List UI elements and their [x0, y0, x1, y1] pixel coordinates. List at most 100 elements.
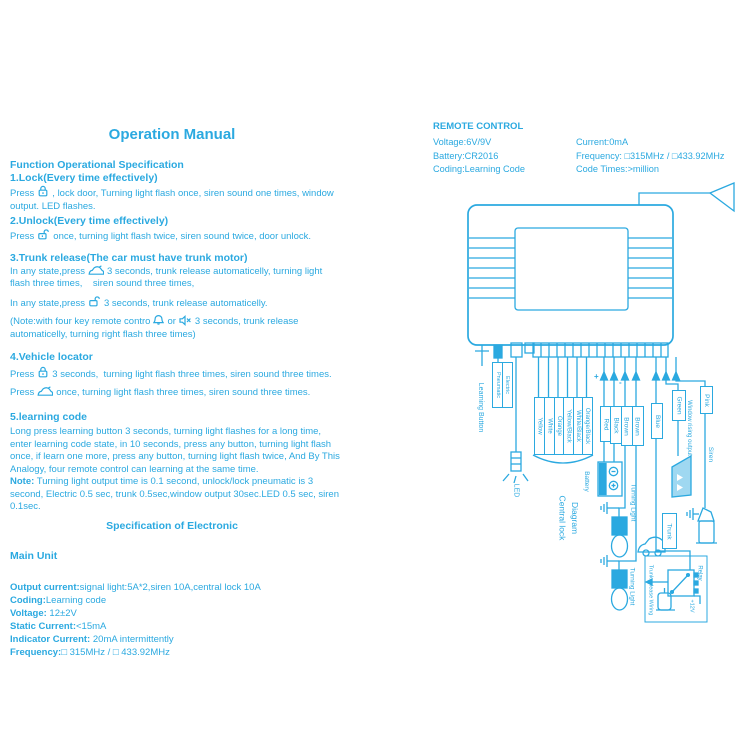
turning-light-icon [610, 516, 629, 611]
text: Press [10, 369, 35, 380]
remote-specs-right: Current:0mA Frequency: □315MHz / □433.92… [576, 136, 750, 177]
manual-column: Operation Manual Function Operational Sp… [2, 126, 342, 659]
plus-sign: + [594, 372, 599, 381]
main-unit-inner-box [514, 227, 629, 311]
text: 3 seconds, trunk release automaticelly. [103, 297, 268, 309]
wire-label-brown-2: Brown [631, 406, 644, 446]
spec-row: Static Current:<15mA [2, 620, 342, 633]
wire-label-blue: Blue [651, 403, 663, 439]
remote-battery: Battery:CR2016 [433, 150, 499, 161]
unlock-icon [38, 229, 50, 240]
text: Press [10, 386, 35, 398]
v12-label: +12V [688, 599, 695, 613]
lock-icon [38, 185, 48, 197]
spec-label: Voltage: [10, 607, 47, 619]
remote-code-times: Code Times:>million [576, 164, 659, 174]
remote-voltage: Voltage:6V/9V [433, 137, 492, 147]
locator-heading: 4.Vehicle locator [10, 351, 93, 363]
trunk-heading: 3.Trunk release(The car must have trunk … [10, 251, 248, 264]
heatsink-fins [469, 237, 672, 299]
mute-icon [179, 315, 191, 326]
text: , lock door, Turning light flash once, s… [10, 188, 334, 212]
trunk-label: Trunk [662, 513, 677, 549]
spec-value: <15mA [75, 620, 107, 632]
trunk-icon [37, 385, 54, 396]
text: Press [10, 188, 35, 199]
siren-label: Siren [707, 446, 715, 462]
remote-control-title: REMOTE CONTROL [433, 121, 524, 132]
jumper-block [493, 344, 503, 359]
text: In any state,press [10, 297, 85, 309]
lock-heading: 1.Lock(Every time effectively) [10, 172, 158, 184]
relay-label: Relay [696, 565, 703, 581]
main-unit-box [467, 204, 674, 346]
pin-header [532, 342, 669, 358]
turning-light-label-2: Turning Light [628, 567, 636, 605]
remote-coding: Coding:Learning Code [433, 164, 525, 174]
central-lock-wires [532, 357, 594, 464]
aux-pin [524, 342, 535, 354]
spec-label: Coding: [10, 594, 46, 606]
spec-title: Specification of Electronic [106, 519, 238, 532]
text: 3 seconds, trunk release automaticelly, … [10, 265, 323, 290]
ground-icon [600, 502, 699, 567]
siren-icon [696, 507, 717, 544]
text: Turning light output time is 0.1 second,… [10, 476, 339, 512]
trunk-paragraph-2: In any state,press 3 seconds, trunk relea… [2, 295, 342, 311]
trunk-icon [88, 264, 105, 275]
spec-label: Output current: [10, 581, 80, 593]
learning-heading: 5.learning code [10, 411, 88, 423]
wire-label-orange-black: Orange/Black [582, 397, 593, 455]
spec-row: Voltage: 12±2V [2, 607, 342, 620]
text: or [167, 316, 176, 327]
trunk-release-box [644, 555, 708, 623]
text: In any state,press [10, 265, 85, 277]
minus-sign: - [619, 378, 622, 387]
unlock-heading: 2.Unlock(Every time effectively) [10, 215, 169, 227]
window-icon [671, 454, 692, 498]
spec-row: Indicator Current: 20mA intermittently [2, 633, 342, 646]
turning-light-label-1: Turning Light [629, 483, 637, 521]
spec-value: 20mA intermittently [90, 633, 174, 645]
wire-label-pink: Pink [700, 386, 713, 414]
spec-row: Output current:signal light:5A*2,siren 1… [2, 581, 342, 594]
unlock-icon [89, 295, 100, 306]
note-label: Note: [10, 476, 35, 487]
battery-label: Battery [582, 470, 590, 492]
antenna-icon [638, 182, 735, 213]
learning-paragraph: Long press learning button 3 seconds, tu… [10, 426, 340, 475]
learning-button-label: Learning Button [477, 382, 485, 432]
remote-specs-left: Voltage:6V/9V Battery:CR2016 Coding:Lear… [433, 136, 608, 177]
wire-label-green: Green [672, 390, 686, 421]
locator-paragraph-1: Press 3 seconds, turning light flash thre… [2, 366, 342, 382]
unlock-paragraph: Press once, turning light flash twice, si… [2, 228, 342, 244]
spec-label: Frequency: [10, 646, 62, 658]
window-output-caption: Window rising output [686, 400, 693, 456]
led-icon [502, 357, 529, 484]
spec-value: Learning code [45, 594, 107, 606]
text: once, turning light flash twice, siren s… [53, 231, 311, 242]
page-title: Operation Manual [108, 126, 236, 143]
spec-list: Output current:signal light:5A*2,siren 1… [2, 581, 342, 659]
spec-label: Indicator Current: [10, 633, 91, 645]
spec-value: □ 315MHz / □ 433.92MHz [61, 646, 170, 658]
spec-value: signal light:5A*2,siren 10A,central lock… [79, 581, 261, 593]
trunk-release-label: Trunk release Wiring [647, 564, 654, 616]
spec-row: Frequency:□ 315MHz / □ 433.92MHz [2, 646, 342, 659]
bell-icon [153, 314, 165, 325]
text: (Note:with four key remote contro [10, 316, 151, 327]
spec-label: Static Current: [10, 620, 76, 632]
note-paragraph: Note: Turning light output time is 0.1 s… [2, 476, 342, 514]
text: 3 seconds, turning light flash three tim… [52, 369, 332, 380]
main-unit-title: Main Unit [10, 549, 58, 562]
section-title: Function Operational Specification [10, 159, 184, 171]
text: Press [10, 231, 35, 242]
remote-frequency: Frequency: □315MHz / □433.92MHz [576, 150, 725, 161]
lock-icon [38, 366, 48, 378]
electric-label: Electric [502, 362, 513, 408]
led-label: LED [512, 483, 520, 497]
